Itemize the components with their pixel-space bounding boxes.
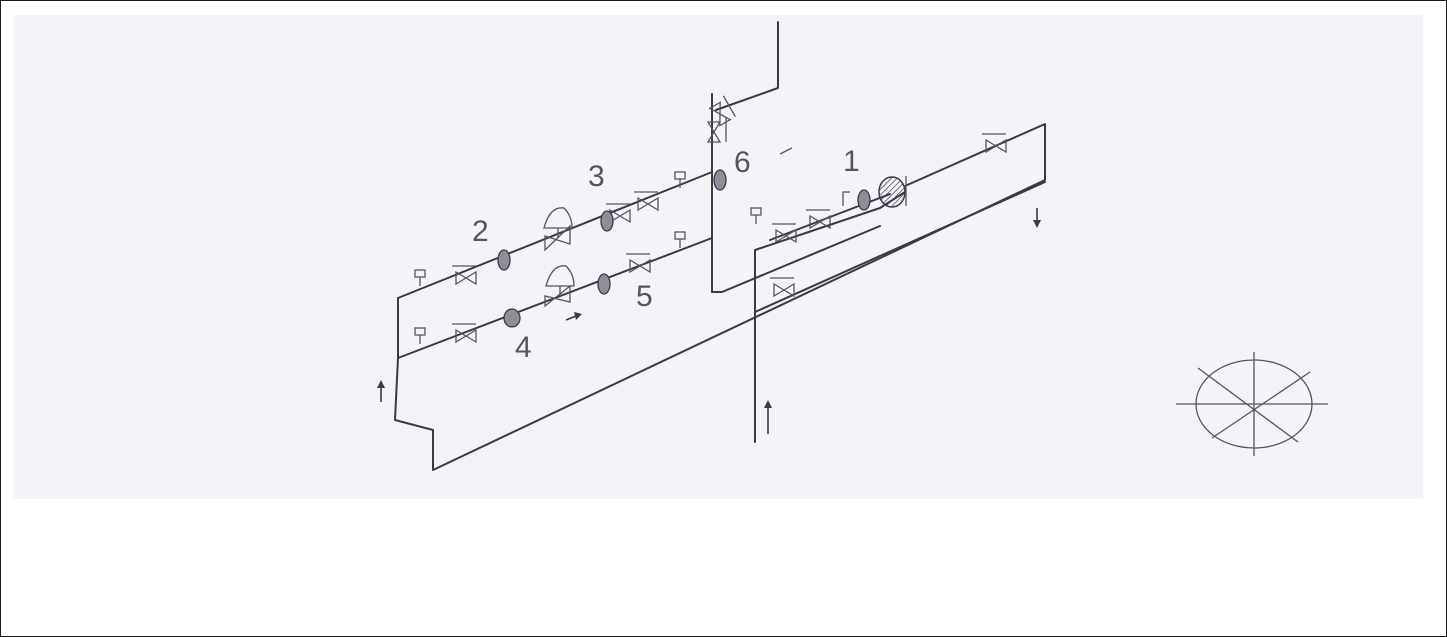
regulator-valve-icon xyxy=(544,224,571,252)
valve-icon xyxy=(769,277,795,297)
up-arrow-head xyxy=(377,380,385,388)
left-return-pipe xyxy=(394,123,1046,471)
bracket-icon xyxy=(842,191,850,206)
pressure-gauge-icon xyxy=(674,231,686,249)
pressure-regulator-icon xyxy=(543,207,573,239)
compass-symbol xyxy=(1176,352,1328,456)
label-3: 3 xyxy=(588,160,605,193)
component-labels: 1 2 3 4 5 6 xyxy=(472,145,860,364)
scanned-area xyxy=(13,15,1423,499)
label-1: 1 xyxy=(843,145,860,178)
meter-4 xyxy=(503,308,521,328)
upper-branch-pipe xyxy=(397,171,713,299)
label-5: 5 xyxy=(636,280,653,313)
vent-outlet-pipe xyxy=(715,21,779,111)
components xyxy=(497,169,907,328)
label-2: 2 xyxy=(472,215,489,248)
pressure-gauge-icon xyxy=(414,269,426,287)
label-6: 6 xyxy=(734,146,751,179)
tick-mark xyxy=(779,147,793,155)
filter-icon xyxy=(878,176,906,208)
valve-icon xyxy=(707,117,727,143)
meter-6 xyxy=(713,169,727,191)
flow-arrow-icon xyxy=(565,315,577,321)
down-arrow-head xyxy=(1033,220,1041,228)
pressure-gauge-icon xyxy=(414,327,426,345)
gauges xyxy=(414,171,762,345)
right-lower-pipe xyxy=(754,181,1046,313)
flow-arrow-head xyxy=(574,312,582,320)
right-supply-pipe xyxy=(754,191,906,443)
meter-2 xyxy=(497,249,511,271)
flow-arrows xyxy=(377,147,1041,434)
label-4: 4 xyxy=(515,331,532,364)
meter-5 xyxy=(597,273,611,295)
up-arrow-head xyxy=(764,400,772,408)
meter-1 xyxy=(857,189,871,211)
pressure-gauge-icon xyxy=(750,207,762,225)
regulators xyxy=(543,207,575,308)
riser-bottom-pipe xyxy=(711,225,881,293)
meter-3 xyxy=(600,210,614,232)
pipe-network xyxy=(394,21,1046,471)
regulator-valve-icon xyxy=(544,284,571,308)
